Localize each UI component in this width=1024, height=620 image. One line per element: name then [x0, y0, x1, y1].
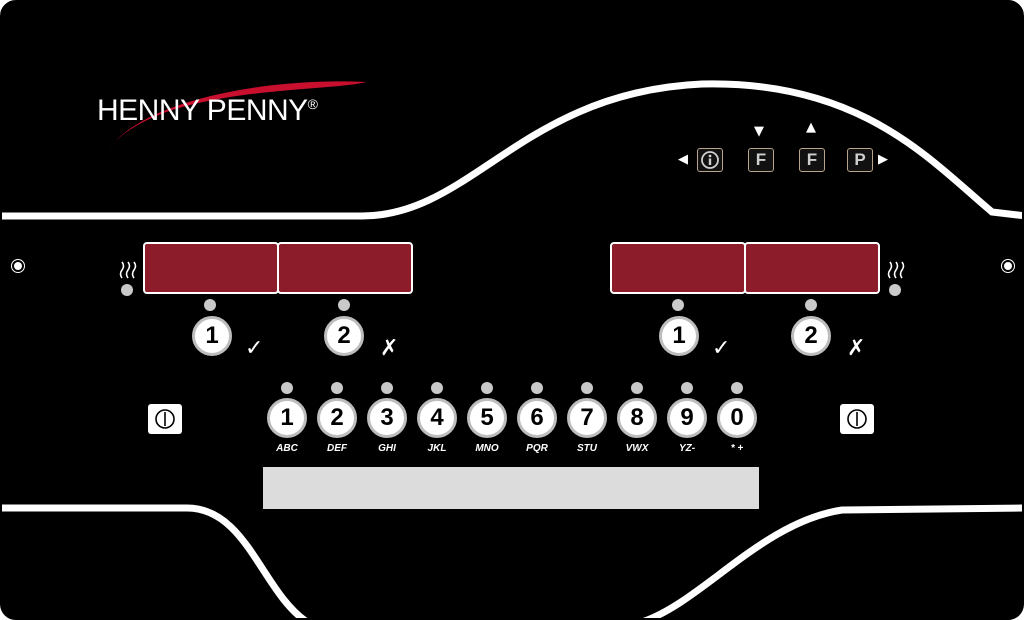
keypad-key-9[interactable]: 0	[717, 398, 757, 438]
left-lane2-button[interactable]: 2	[324, 316, 364, 356]
keypad-led	[381, 382, 393, 394]
up-arrow-icon: ▲	[806, 120, 816, 135]
left-cross-icon: ✗	[380, 336, 399, 361]
keypad-key-letters: GHI	[378, 443, 396, 454]
keypad-key-letters: YZ-	[678, 443, 696, 454]
logo-swoosh	[110, 81, 367, 148]
keypad-led	[431, 382, 443, 394]
left-lane2-led	[338, 299, 350, 311]
left-power-button[interactable]	[148, 404, 182, 434]
brand-name: HENNY PENNY	[97, 94, 308, 127]
right-lane1-led	[672, 299, 684, 311]
registered-mark: ®	[307, 96, 318, 112]
keypad-key-1[interactable]: 2	[317, 398, 357, 438]
right-display-2	[744, 242, 880, 294]
keypad-key-letters: DEF	[327, 443, 347, 454]
keypad-key-letters: PQR	[526, 443, 548, 454]
brand-logo: HENNY PENNY®	[97, 94, 318, 128]
right-lane2-button[interactable]: 2	[791, 316, 831, 356]
right-power-button[interactable]	[840, 404, 874, 434]
left-lane1-button[interactable]: 1	[192, 316, 232, 356]
keypad-led	[531, 382, 543, 394]
keypad-key-0[interactable]: 1	[267, 398, 307, 438]
right-check-icon: ✓	[712, 336, 731, 361]
mounting-screw-right	[1001, 259, 1015, 273]
keypad-led	[331, 382, 343, 394]
left-lane1-led	[204, 299, 216, 311]
keypad-key-letters: VWX	[625, 443, 649, 454]
keypad-key-8[interactable]: 9	[667, 398, 707, 438]
right-arrow-icon: ▶	[878, 152, 888, 167]
heat-icon	[119, 261, 137, 279]
keypad-led	[631, 382, 643, 394]
right-heat-indicator-led	[889, 284, 901, 296]
left-heat-indicator-led	[121, 284, 133, 296]
left-display-1	[143, 242, 279, 294]
keypad-key-letters: * +	[730, 443, 744, 454]
message-display-strip	[263, 467, 759, 509]
keypad-key-7[interactable]: 8	[617, 398, 657, 438]
keypad-key-letters: JKL	[427, 443, 447, 454]
program-button[interactable]: P	[847, 148, 873, 172]
heat-icon	[887, 261, 905, 279]
keypad-led	[731, 382, 743, 394]
right-display-1	[610, 242, 746, 294]
keypad-key-5[interactable]: 6	[517, 398, 557, 438]
keypad-led	[481, 382, 493, 394]
left-display-2	[277, 242, 413, 294]
mounting-screw-left	[11, 259, 25, 273]
keypad-led	[681, 382, 693, 394]
keypad-key-letters: MNO	[475, 443, 499, 454]
right-lane2-led	[805, 299, 817, 311]
keypad-led	[581, 382, 593, 394]
keypad-led	[281, 382, 293, 394]
left-arrow-icon: ◀	[678, 152, 688, 167]
right-cross-icon: ✗	[847, 336, 866, 361]
left-check-icon: ✓	[245, 336, 264, 361]
keypad-key-4[interactable]: 5	[467, 398, 507, 438]
f-up-button[interactable]: F	[799, 148, 825, 172]
keypad-key-letters: STU	[577, 443, 597, 454]
power-icon	[155, 409, 175, 429]
keypad-key-letters: ABC	[276, 443, 298, 454]
keypad-key-3[interactable]: 4	[417, 398, 457, 438]
keypad-key-6[interactable]: 7	[567, 398, 607, 438]
power-icon	[847, 409, 867, 429]
keypad-key-2[interactable]: 3	[367, 398, 407, 438]
info-icon	[701, 151, 719, 169]
f-down-button[interactable]: F	[748, 148, 774, 172]
down-arrow-icon: ▼	[754, 124, 764, 139]
right-lane1-button[interactable]: 1	[659, 316, 699, 356]
info-button[interactable]	[697, 148, 723, 172]
